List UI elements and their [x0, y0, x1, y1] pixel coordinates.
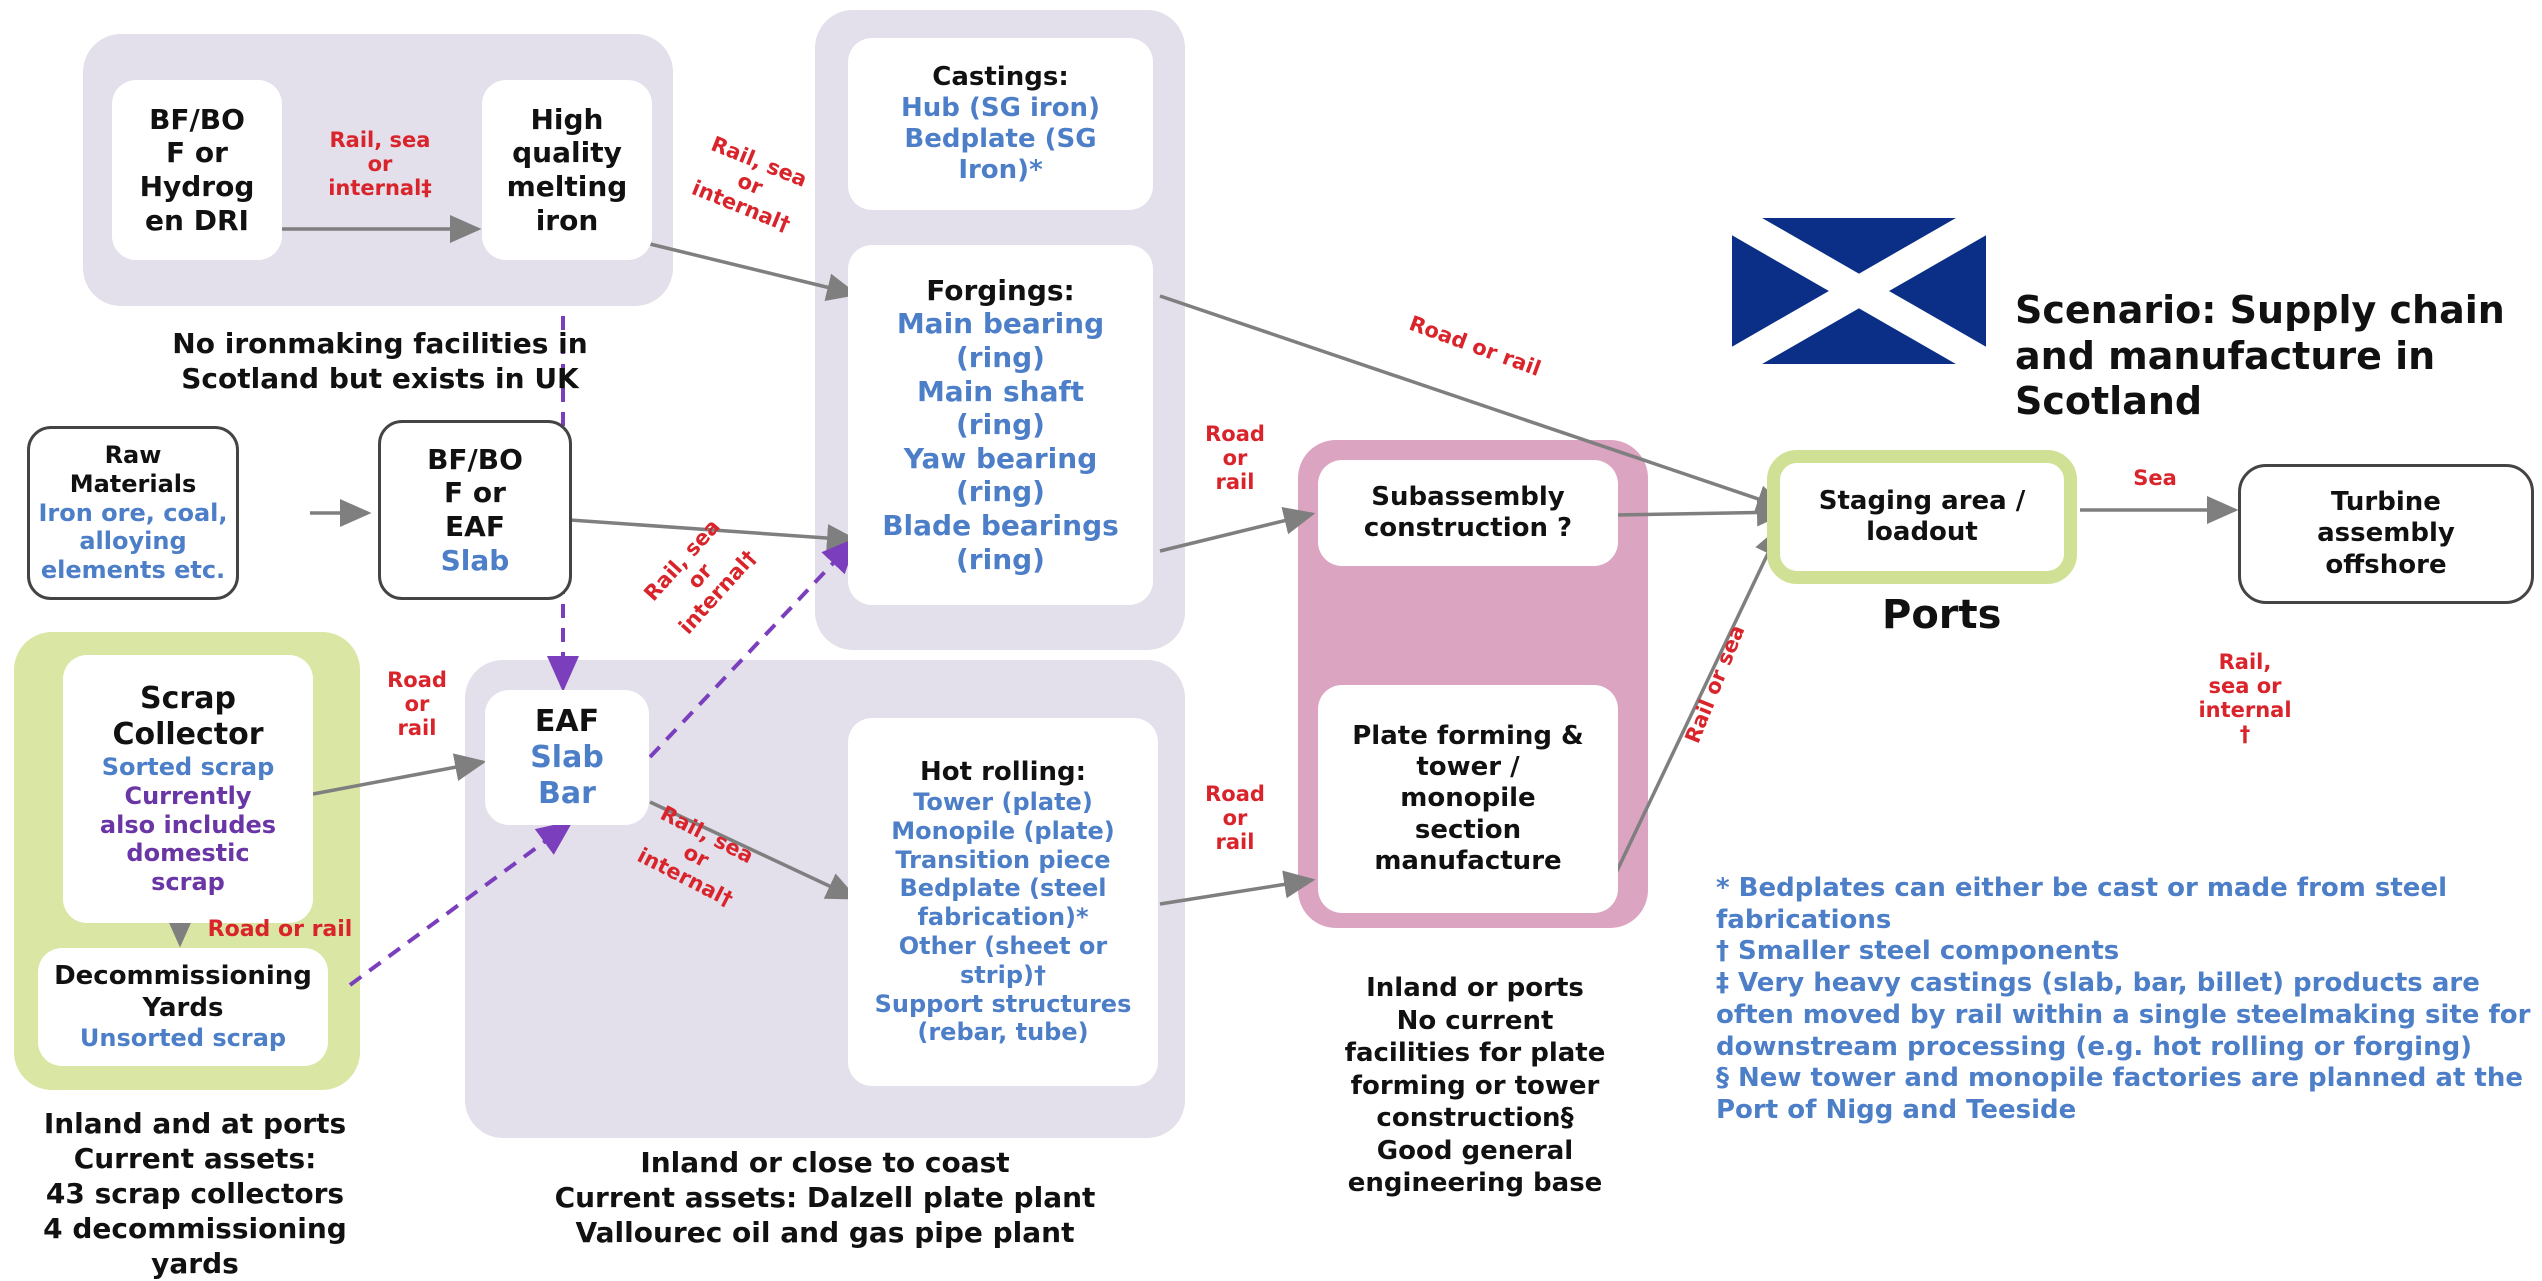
hot-rolling-title: Hot rolling:	[919, 756, 1087, 787]
bfbof-eaf-box: BF/BO F or EAF Slab	[378, 420, 572, 600]
scrap-collector-box: Scrap Collector Sorted scrap Currently a…	[63, 655, 313, 923]
label-road-or-rail-rolling-to-plate: Road or rail	[1205, 782, 1265, 855]
label-road-or-rail-forgings-to-subassembly: Road or rail	[1205, 422, 1265, 495]
footnote-smaller-components: † Smaller steel components	[1716, 936, 2120, 967]
subassembly-label: Subassembly construction ?	[1363, 481, 1573, 543]
label-rail-sea-internal-eaf-to-forgings: Rail, sea or internal†	[639, 514, 762, 639]
bfbof-eaf-detail: Slab	[440, 543, 510, 577]
label-rail-sea-internal-hq-to-forgings: Rail, sea or internal†	[688, 131, 811, 238]
forgings-detail: Main bearing (ring) Main shaft (ring) Ya…	[882, 307, 1119, 576]
hot-rolling-box: Hot rolling: Tower (plate) Monopile (pla…	[848, 718, 1158, 1086]
raw-materials-title: Raw Materials	[69, 441, 197, 498]
label-rail-sea-internal-ironmaking: Rail, sea or internal‡	[328, 128, 432, 201]
decommissioning-yards-box: Decommissioning Yards Unsorted scrap	[38, 948, 328, 1066]
castings-title: Castings:	[932, 61, 1069, 92]
eaf-detail: Slab Bar	[530, 739, 604, 811]
fabrication-caption: Inland or ports No current facilities fo…	[1344, 973, 1606, 1198]
turbine-assembly-box: Turbine assembly offshore	[2238, 464, 2534, 604]
raw-materials-box: Raw Materials Iron ore, coal, alloying e…	[27, 426, 239, 600]
hot-rolling-detail: Tower (plate) Monopile (plate) Transitio…	[874, 788, 1132, 1047]
label-road-or-rail-forgings-to-staging: Road or rail	[1406, 311, 1545, 381]
decommissioning-yards-detail: Unsorted scrap	[79, 1023, 287, 1052]
scrap-collector-detail: Sorted scrap	[101, 753, 275, 781]
label-rail-or-sea: Rail or sea	[1680, 621, 1750, 747]
bfbof-hydrogen-dri-box: BF/BO F or Hydrog en DRI	[112, 80, 282, 260]
forgings-title: Forgings:	[926, 273, 1075, 307]
castings-detail: Hub (SG iron) Bedplate (SG Iron)*	[901, 92, 1100, 186]
label-road-or-rail-scrap: Road or rail	[207, 917, 353, 942]
scrap-collector-title: Scrap Collector	[112, 681, 264, 752]
subassembly-box: Subassembly construction ?	[1318, 460, 1618, 566]
ironmaking-caption: No ironmaking facilities in Scotland but…	[172, 327, 588, 395]
scenario-title: Scenario: Supply chain and manufacture i…	[2015, 288, 2505, 424]
turbine-assembly-label: Turbine assembly offshore	[2317, 487, 2455, 580]
footnotes: * Bedplates can either be cast or made f…	[1716, 873, 2536, 1127]
forgings-box: Forgings: Main bearing (ring) Main shaft…	[848, 245, 1153, 605]
footnote-heavy-castings: ‡ Very heavy castings (slab, bar, billet…	[1716, 968, 2531, 1062]
scotland-flag-icon	[1732, 218, 1986, 364]
scrap-collector-note: Currently also includes domestic scrap	[99, 781, 277, 897]
castings-box: Castings: Hub (SG iron) Bedplate (SG Iro…	[848, 38, 1153, 210]
label-rail-sea-internal-turbine: Rail, sea or internal †	[2198, 650, 2292, 747]
label-road-or-rail-scrap-to-eaf: Road or rail	[387, 668, 447, 741]
decommissioning-yards-title: Decommissioning Yards	[54, 961, 312, 1023]
staging-area-label: Staging area / loadout	[1818, 485, 2026, 547]
footnote-new-factories: § New tower and monopile factories are p…	[1716, 1063, 2523, 1126]
plate-forming-box: Plate forming & tower / monopile section…	[1318, 685, 1618, 913]
ports-label: Ports	[1882, 592, 2002, 638]
staging-area-box: Staging area / loadout	[1767, 450, 2077, 584]
hq-melting-iron-label: High quality melting iron	[506, 102, 628, 237]
eaf-title: EAF	[534, 703, 600, 739]
scrap-caption: Inland and at ports Current assets: 43 s…	[43, 1107, 347, 1280]
label-sea: Sea	[2133, 466, 2177, 490]
hot-rolling-caption: Inland or close to coast Current assets:…	[554, 1146, 1096, 1249]
plate-forming-label: Plate forming & tower / monopile section…	[1352, 721, 1584, 876]
bfbof-hydrogen-dri-label: BF/BO F or Hydrog en DRI	[139, 102, 255, 237]
hq-melting-iron-box: High quality melting iron	[482, 80, 652, 260]
bfbof-eaf-title: BF/BO F or EAF	[427, 442, 523, 543]
footnote-bedplates: * Bedplates can either be cast or made f…	[1716, 873, 2447, 935]
eaf-box: EAF Slab Bar	[485, 690, 649, 825]
raw-materials-detail: Iron ore, coal, alloying elements etc.	[38, 498, 228, 585]
